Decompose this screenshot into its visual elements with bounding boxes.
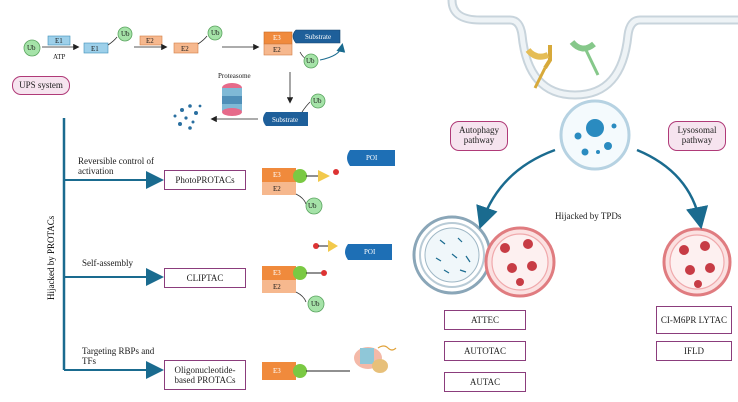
ub-label-clip: Ub xyxy=(311,300,320,308)
receptor-green xyxy=(569,39,600,76)
cliptac-box: CLIPTAC xyxy=(164,268,246,288)
hijacked-by-tpds-label: Hijacked by TPDs xyxy=(555,211,622,221)
proteasome-label: Proteasome xyxy=(218,72,251,80)
trigger-rbps-tfs: Targeting RBPs and TFs xyxy=(82,346,155,367)
e2-label-2: E2 xyxy=(181,45,189,53)
substrate-label: Substrate xyxy=(305,33,332,41)
poi-label-clip: POI xyxy=(364,248,376,256)
cliptac-complex xyxy=(262,240,392,313)
e1-block-2 xyxy=(83,42,109,54)
e2-block-2 xyxy=(173,42,199,54)
cell-membrane xyxy=(447,0,738,100)
autophagosome-icon xyxy=(412,215,492,295)
e3-label: E3 xyxy=(273,34,281,42)
e2-block-3 xyxy=(263,43,293,56)
ci-m6pr-lytac-box: CI-M6PR LYTAC xyxy=(656,306,732,334)
autotac-box: AUTOTAC xyxy=(444,341,526,361)
e2-label-3: E2 xyxy=(273,46,281,54)
atp-label: ATP xyxy=(53,53,66,61)
e2-label-photo: E2 xyxy=(273,185,281,193)
poi-label-photo: POI xyxy=(366,154,378,162)
trigger-self-assembly: Self-assembly xyxy=(82,258,133,268)
photoprotacs-box: PhotoPROTACs xyxy=(164,170,246,190)
ups-system-pill: UPS system xyxy=(12,76,70,95)
lysosome-fusing-icon xyxy=(484,226,556,298)
e1-label-2: E1 xyxy=(91,45,99,53)
ub-label-2: Ub xyxy=(121,30,130,38)
e1-block xyxy=(47,35,71,46)
ub-icon xyxy=(23,39,41,57)
trigger-reversible: Reversible control of activation xyxy=(78,156,154,177)
oligo-protac-complex xyxy=(262,345,397,380)
ub-label: Ub xyxy=(27,44,36,52)
substrate-shape-2 xyxy=(263,112,308,126)
ub-label-5: Ub xyxy=(313,97,322,105)
photoprotac-complex xyxy=(262,150,395,215)
e3-label-photo: E3 xyxy=(273,171,281,179)
ifld-box: IFLD xyxy=(656,341,732,361)
autophagy-pathway-pill: Autophagy pathway xyxy=(450,121,508,151)
oligo-protacs-box: Oligonucleotide-based PROTACs xyxy=(164,360,246,390)
ub-label-3: Ub xyxy=(211,29,220,37)
e2-block xyxy=(139,35,163,46)
e2-label: E2 xyxy=(146,37,154,45)
autac-box: AUTAC xyxy=(444,372,526,392)
lysosomal-pathway-pill: Lysosomal pathway xyxy=(668,121,726,151)
e3-label-oligo: E3 xyxy=(273,367,281,375)
receptor-yellow xyxy=(525,45,552,89)
proteasome-icon xyxy=(222,83,242,116)
e2-label-clip: E2 xyxy=(273,283,281,291)
peptide-fragments-icon xyxy=(173,104,202,130)
e1-label: E1 xyxy=(55,37,63,45)
e3-label-clip: E3 xyxy=(273,269,281,277)
attec-box: ATTEC xyxy=(444,310,526,330)
hijacked-by-protacs-label: Hijacked by PROTACs xyxy=(46,215,56,300)
ub-label-4: Ub xyxy=(306,57,315,65)
substrate-shape xyxy=(292,29,341,44)
vesicle-icon xyxy=(559,99,631,171)
ub-label-photo: Ub xyxy=(308,202,317,210)
lysosome-icon xyxy=(662,227,732,297)
substrate-label-2: Substrate xyxy=(272,116,299,124)
